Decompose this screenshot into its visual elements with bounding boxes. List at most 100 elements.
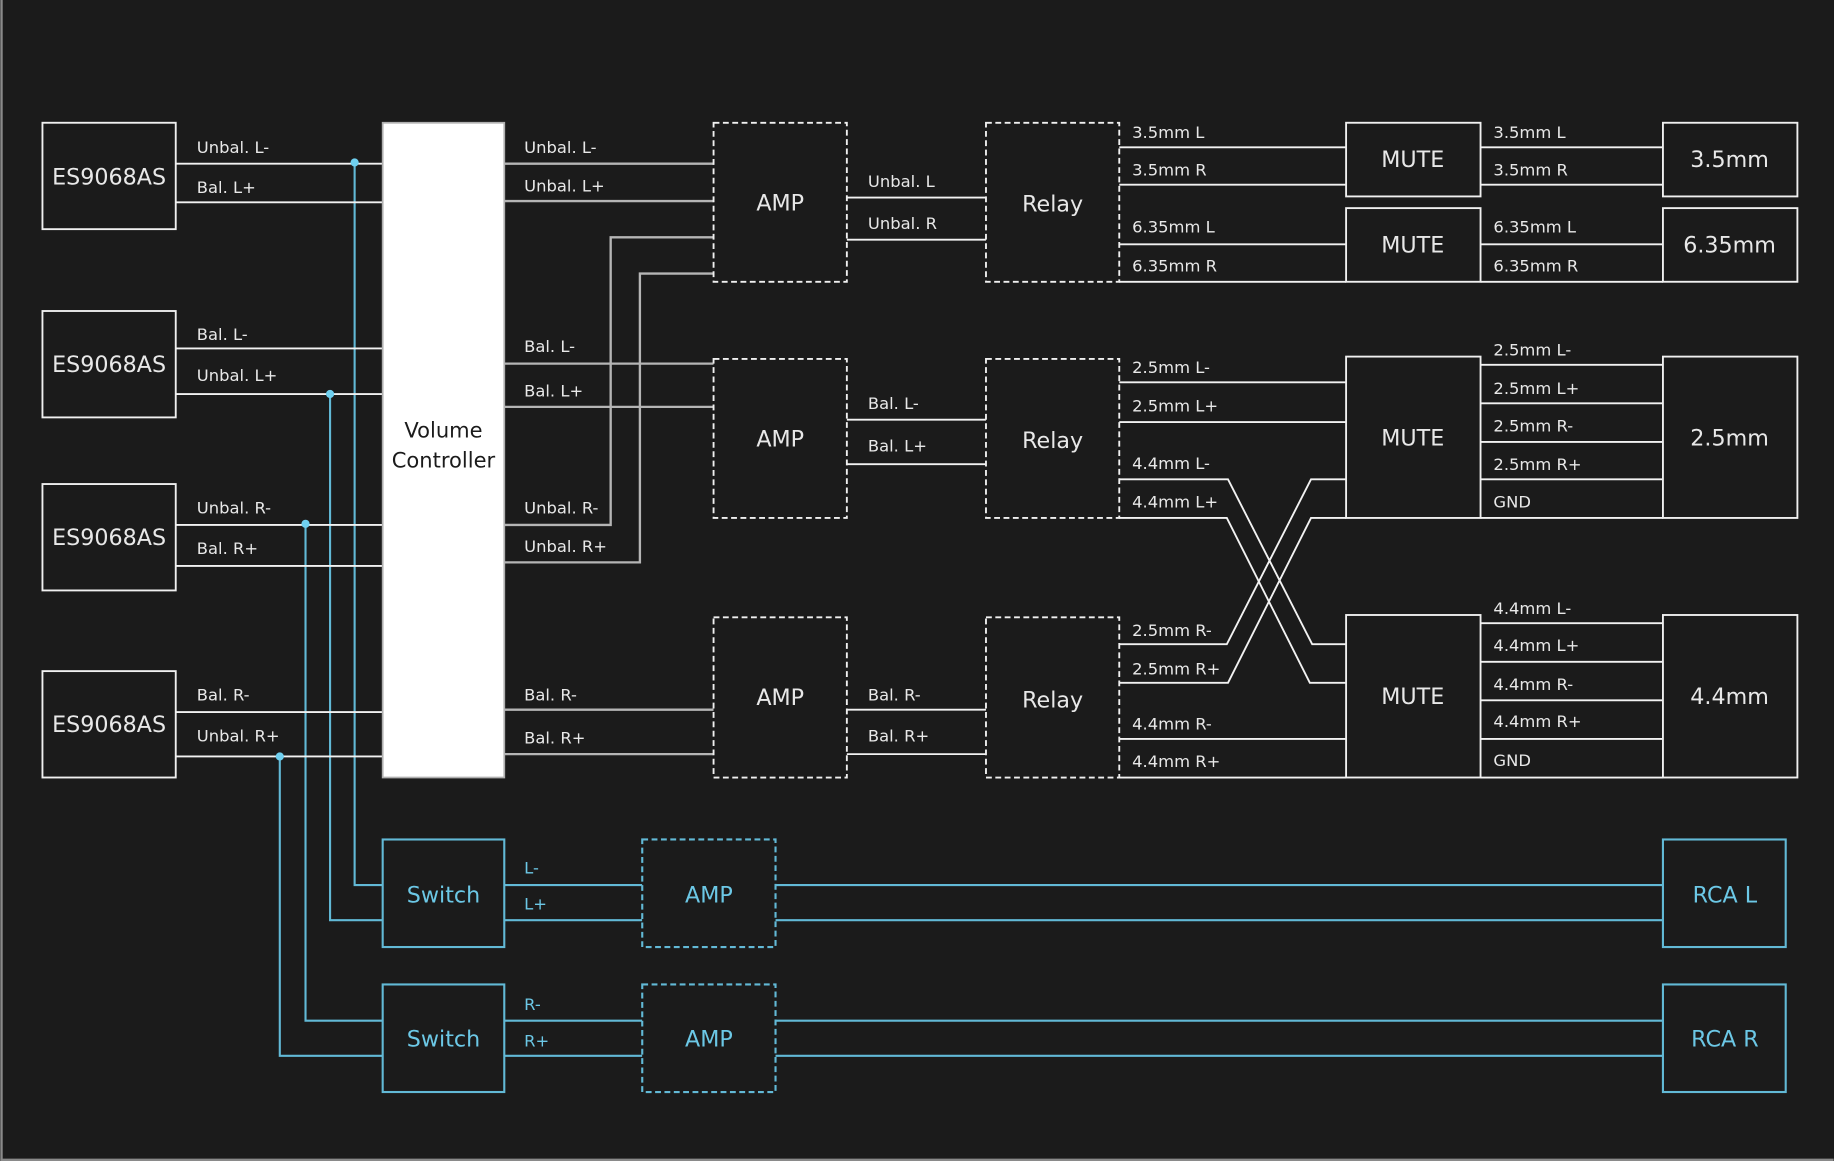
amp-box[interactable] xyxy=(712,616,848,779)
amp-box[interactable] xyxy=(712,358,848,519)
signal-label: Unbal. L- xyxy=(524,138,597,157)
volume-controller-label-2: Controller xyxy=(392,448,496,473)
signal-label: Bal. L- xyxy=(524,337,575,356)
signal-label: 4.4mm L+ xyxy=(1132,492,1218,511)
rca-path-left[interactable]: Switch L- L+ AMP RCA L xyxy=(381,838,1787,949)
jack-2-5mm[interactable]: 2.5mm xyxy=(1662,355,1799,519)
signal-label: 6.35mm R xyxy=(1493,256,1578,275)
mute-6-35mm[interactable]: MUTE 6.35mm L 6.35mm R xyxy=(1345,207,1663,283)
volume-controller[interactable]: Volume Controller xyxy=(381,121,506,779)
mute-box[interactable] xyxy=(1345,355,1482,519)
volume-controller-box[interactable] xyxy=(381,121,506,779)
dac-box[interactable] xyxy=(41,670,177,779)
signal-label: Bal. R+ xyxy=(524,729,585,748)
mute-box[interactable] xyxy=(1345,121,1482,198)
signal-label: Unbal. R+ xyxy=(524,537,607,556)
relay-box[interactable] xyxy=(985,358,1121,519)
wire-tap-r-plus xyxy=(278,756,383,1057)
relay-1[interactable]: Relay 3.5mm L 3.5mm R 6.35mm L 6.35mm R xyxy=(985,121,1347,283)
amp-box[interactable] xyxy=(641,838,777,949)
signal-label: GND xyxy=(1493,751,1531,770)
signal-label: Bal. L+ xyxy=(524,381,583,400)
junction-dots xyxy=(275,158,359,761)
dac-box[interactable] xyxy=(41,310,177,419)
jack-box[interactable] xyxy=(1662,355,1799,519)
signal-label: 4.4mm L- xyxy=(1132,454,1210,473)
signal-label: Bal. L+ xyxy=(868,436,927,455)
relay-box[interactable] xyxy=(985,121,1121,283)
jack-label: 3.5mm xyxy=(1690,147,1769,173)
volume-controller-label-1: Volume xyxy=(404,417,482,442)
signal-label: Unbal. L xyxy=(868,172,936,191)
signal-label: Bal. R- xyxy=(197,685,250,704)
amp-3[interactable]: AMP Bal. R- Bal. R+ xyxy=(712,616,986,779)
signal-label: 3.5mm R xyxy=(1132,160,1206,179)
signal-label: 4.4mm R+ xyxy=(1493,712,1581,731)
signal-label: 4.4mm L- xyxy=(1493,599,1571,618)
mute-2-5mm[interactable]: MUTE 2.5mm L- 2.5mm L+ 2.5mm R- 2.5mm R+… xyxy=(1345,340,1663,519)
jack-box[interactable] xyxy=(1662,614,1799,779)
amp-label: AMP xyxy=(685,1026,733,1052)
signal-label: R+ xyxy=(524,1031,549,1050)
relay-3[interactable]: Relay 2.5mm R- 2.5mm R+ 4.4mm R- 4.4mm R… xyxy=(985,478,1347,779)
wire xyxy=(504,236,714,527)
dac-box[interactable] xyxy=(41,121,177,231)
signal-label: 4.4mm R- xyxy=(1132,715,1212,734)
amp-2[interactable]: AMP Bal. L- Bal. L+ xyxy=(712,358,986,519)
jack-3-5mm[interactable]: 3.5mm xyxy=(1662,121,1799,198)
amp-box[interactable] xyxy=(712,121,848,283)
signal-label: Bal. L+ xyxy=(197,178,256,197)
dac-label: ES9068AS xyxy=(52,525,166,551)
switch-box[interactable] xyxy=(381,983,506,1094)
junction-dot xyxy=(301,519,310,528)
jack-6-35mm[interactable]: 6.35mm xyxy=(1662,207,1799,283)
wire-tap-l-minus xyxy=(353,162,383,887)
mute-label: MUTE xyxy=(1381,147,1444,173)
signal-label: 4.4mm L+ xyxy=(1493,636,1579,655)
amp-1[interactable]: AMP Unbal. L Unbal. R xyxy=(712,121,986,283)
signal-label: 2.5mm L- xyxy=(1493,340,1571,359)
wire-cross xyxy=(1119,478,1347,646)
mute-box[interactable] xyxy=(1345,614,1482,779)
switch-box[interactable] xyxy=(381,838,506,949)
signal-label: 2.5mm L+ xyxy=(1493,379,1579,398)
signal-label: 2.5mm L- xyxy=(1132,358,1210,377)
signal-label: Bal. R- xyxy=(524,685,577,704)
junction-dot xyxy=(350,158,359,167)
mute-3-5mm[interactable]: MUTE 3.5mm L 3.5mm R xyxy=(1345,121,1663,198)
dac-label: ES9068AS xyxy=(52,352,166,378)
mute-4-4mm[interactable]: MUTE 4.4mm L- 4.4mm L+ 4.4mm R- 4.4mm R+… xyxy=(1345,599,1663,779)
jack-4-4mm[interactable]: 4.4mm xyxy=(1662,614,1799,779)
signal-label: 2.5mm R+ xyxy=(1132,660,1220,679)
dac-box[interactable] xyxy=(41,483,177,592)
amp-label: AMP xyxy=(756,427,804,453)
rca-tap-wires xyxy=(278,162,383,1057)
rca-path-right[interactable]: Switch R- R+ AMP RCA R xyxy=(381,983,1787,1094)
rca-output-box[interactable] xyxy=(1661,838,1787,949)
relay-2[interactable]: Relay 2.5mm L- 2.5mm L+ 4.4mm L- 4.4mm L… xyxy=(985,358,1347,684)
dac-4[interactable]: ES9068AS Bal. R- Unbal. R+ xyxy=(41,670,383,779)
junction-dot xyxy=(275,752,284,761)
rca-output-label: RCA L xyxy=(1693,883,1758,909)
wire-tap-l-plus xyxy=(329,394,383,922)
amp-box[interactable] xyxy=(641,983,777,1094)
amp-label: AMP xyxy=(685,883,733,909)
signal-label: Unbal. L- xyxy=(197,138,270,157)
vc-output-wires: Unbal. L- Unbal. L+ Bal. L- Bal. L+ Unba… xyxy=(504,138,714,756)
signal-label: 3.5mm L xyxy=(1493,123,1566,142)
signal-label: Unbal. R xyxy=(868,214,937,233)
jack-box[interactable] xyxy=(1662,207,1799,283)
mute-box[interactable] xyxy=(1345,207,1482,283)
dac-3[interactable]: ES9068AS Unbal. R- Bal. R+ xyxy=(41,483,383,592)
mute-label: MUTE xyxy=(1381,233,1444,259)
relay-label: Relay xyxy=(1022,428,1083,454)
rca-output-box[interactable] xyxy=(1661,983,1787,1094)
switch-label: Switch xyxy=(407,1026,480,1052)
dac-2[interactable]: ES9068AS Bal. L- Unbal. L+ xyxy=(41,310,383,419)
signal-label: 3.5mm L xyxy=(1132,123,1205,142)
signal-label: 2.5mm L+ xyxy=(1132,397,1218,416)
signal-label: Bal. L- xyxy=(868,394,919,413)
dac-1[interactable]: ES9068AS Unbal. L- Bal. L+ xyxy=(41,121,383,231)
jack-box[interactable] xyxy=(1662,121,1799,198)
relay-box[interactable] xyxy=(985,616,1121,779)
